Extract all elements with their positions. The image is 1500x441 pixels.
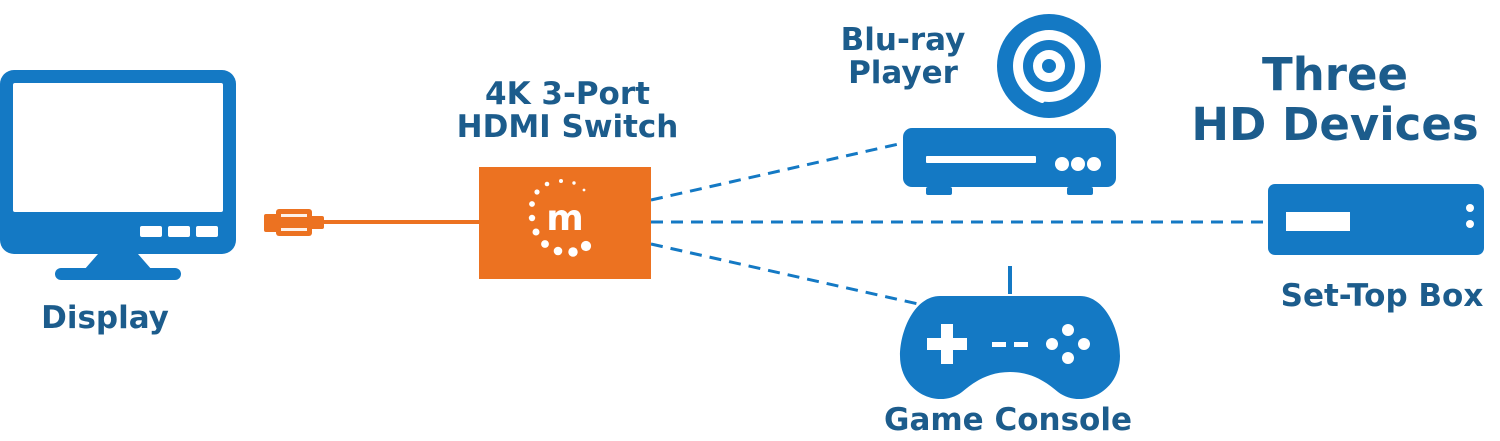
bluray-label: Blu-ray Player: [808, 22, 998, 92]
switch-label-line1: 4K 3-Port: [485, 76, 650, 112]
brand-logo: m: [528, 179, 592, 257]
monitor-icon: [0, 70, 236, 280]
connection-line-bluray: [650, 141, 904, 202]
display-label: Display: [41, 300, 169, 336]
connection-line-game: [650, 242, 937, 310]
heading-line1: Three: [1262, 48, 1408, 101]
settop-label: Set-Top Box: [1280, 278, 1484, 314]
heading-title: Three HD Devices: [1175, 48, 1495, 152]
switch-label-line2: HDMI Switch: [456, 109, 679, 146]
hdmi-plug-icon: [264, 209, 484, 236]
bluray-label-line2: Player: [848, 55, 958, 92]
bluray-label-line1: Blu-ray: [840, 22, 966, 58]
bluray-player-icon: [903, 128, 1116, 195]
switch-label: 4K 3-Port HDMI Switch: [425, 76, 710, 146]
dashed-connections: [650, 141, 1268, 310]
heading-line2: HD Devices: [1191, 98, 1479, 152]
game-console-label: Game Console: [884, 402, 1132, 438]
brand-logo-letter: m: [546, 198, 584, 239]
disc-icon: [997, 14, 1101, 118]
gamepad-icon: [900, 266, 1120, 400]
hdmi-switch-box: m: [479, 167, 651, 279]
set-top-box-icon: [1268, 184, 1484, 255]
